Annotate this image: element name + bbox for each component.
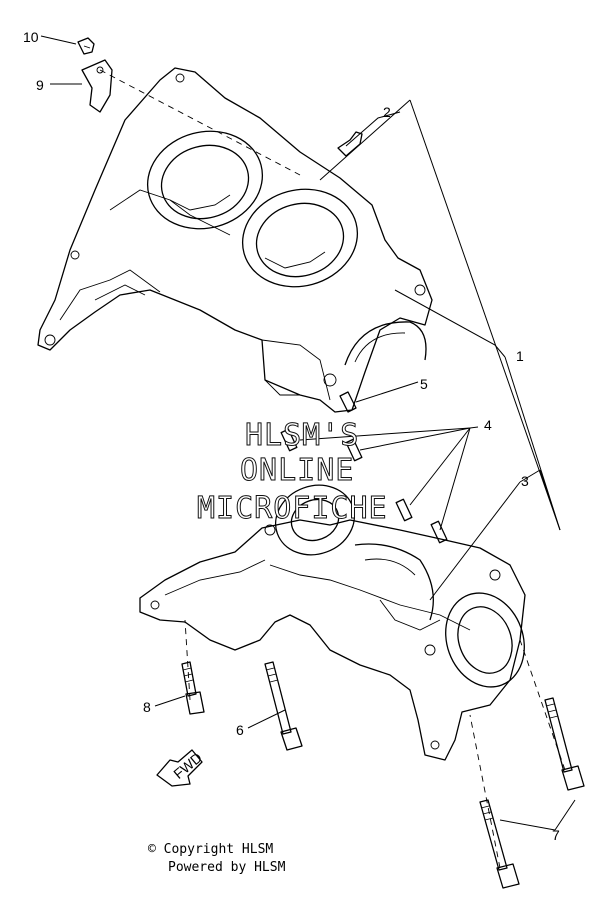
pin-5 xyxy=(339,391,357,413)
copyright-text: © Copyright HLSM xyxy=(148,842,274,857)
bolt-10 xyxy=(77,37,95,55)
callout-3: 3 xyxy=(521,473,529,489)
callout-4: 4 xyxy=(484,417,492,433)
bolt-7b xyxy=(479,799,520,889)
callout-5: 5 xyxy=(420,376,428,392)
bolt-7a xyxy=(544,697,585,791)
callout-6: 6 xyxy=(236,722,244,738)
plug-2 xyxy=(337,131,363,157)
alignment-lines xyxy=(99,69,566,869)
forward-arrow-icon: FWD xyxy=(156,749,205,787)
dowel-pins-4 xyxy=(280,428,448,544)
powered-by-text: Powered by HLSM xyxy=(168,860,286,875)
callout-7: 7 xyxy=(552,827,560,843)
bolt-6 xyxy=(264,661,303,751)
callout-8: 8 xyxy=(143,699,151,715)
watermark-line1: HLSM'S xyxy=(245,418,359,453)
callout-1: 1 xyxy=(516,348,524,364)
callout-9: 9 xyxy=(36,77,44,93)
bolt-8 xyxy=(181,661,205,715)
callout-2: 2 xyxy=(383,104,391,120)
callout-10: 10 xyxy=(23,29,39,45)
watermark-line3: MICROFICHE xyxy=(197,491,388,526)
watermark-line2: ONLINE xyxy=(240,453,354,488)
watermark: HLSM'S ONLINE MICROFICHE xyxy=(197,418,388,527)
leader-lines xyxy=(40,35,576,831)
bracket-9 xyxy=(81,59,113,113)
lower-crankcase xyxy=(139,484,526,761)
upper-crankcase xyxy=(37,67,433,413)
